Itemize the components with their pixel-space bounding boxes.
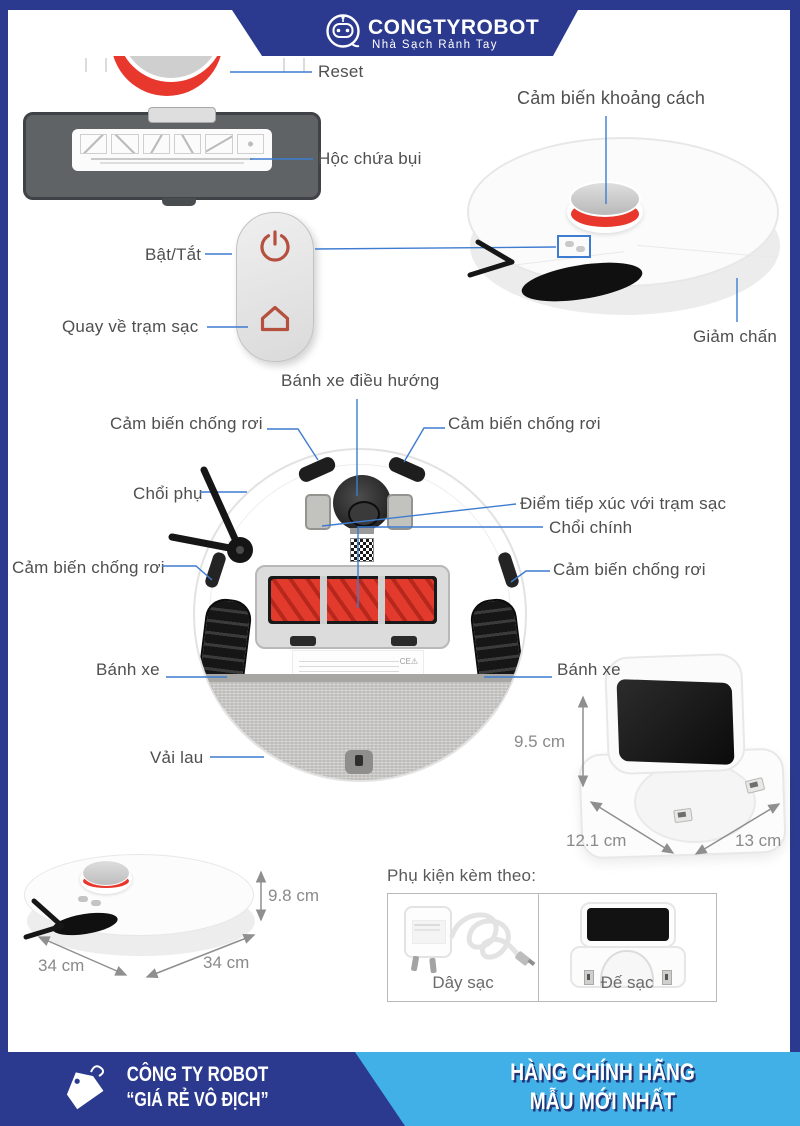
footer-left-panel: [0, 1052, 405, 1126]
price-tag-icon: [66, 1065, 105, 1110]
brand-tagline: Nhà Sạch Rảnh Tay: [372, 39, 498, 51]
power-adapter: [404, 906, 452, 958]
footer-band: CÔNG TY ROBOT “GIÁ RẺ VÔ ĐỊCH” HÀNG CHÍN…: [0, 1052, 800, 1126]
mop-notch: [345, 750, 373, 774]
cable-label: Dây sạc: [432, 973, 494, 992]
small-lidar-turret: [82, 860, 130, 886]
caster-wheel: [333, 475, 391, 531]
label-bumper: Giảm chấn: [693, 327, 778, 346]
label-mop: Vải lau: [150, 748, 204, 767]
dock-tower-face: [616, 679, 735, 765]
label-dock-contacts: Điểm tiếp xúc với trạm sạc: [520, 494, 727, 513]
robot-top-view-photo: [465, 135, 785, 320]
lidar-turret-arc: [107, 56, 227, 108]
label-cliff-mid-right: Cảm biến chống rơi: [553, 560, 706, 579]
label-dust-box: Hộc chứa bụi: [318, 149, 422, 168]
footer-genuine: HÀNG CHÍNH HÃNG: [510, 1059, 695, 1086]
lid-hinge-right: [283, 58, 305, 72]
label-distance-sensor: Cảm biến khoảng cách: [517, 88, 706, 108]
accessory-dock-cell: Đế sạc: [538, 894, 716, 1001]
dustbin-photo: [15, 56, 400, 206]
label-wheel-right: Bánh xe: [557, 660, 621, 679]
dock-pin-left: [673, 807, 693, 824]
button-panel: [236, 212, 314, 362]
robot-perspective-photo: [22, 848, 267, 960]
brand-name: CONGTYROBOT: [368, 16, 540, 39]
charging-contact-right: [387, 494, 413, 530]
buttons-highlight-box: [557, 235, 591, 258]
main-brush-roller: [271, 579, 434, 621]
qr-label: [350, 528, 374, 534]
dim-robot-depth: 34 cm: [38, 956, 85, 975]
plug-pin: [410, 955, 420, 972]
charging-contact-left: [305, 494, 331, 530]
label-reset: Reset: [318, 62, 364, 81]
dock-label: Đế sạc: [600, 973, 654, 992]
brand-logo: [324, 12, 362, 50]
dim-dock-depth: 12.1 cm: [566, 831, 627, 850]
lidar-turret: [569, 181, 641, 217]
home-icon: [260, 305, 290, 332]
dim-robot-width: 34 cm: [203, 953, 250, 972]
label-return-dock: Quay về trạm sạc: [62, 317, 199, 336]
right-edge-strip: [790, 0, 800, 1052]
label-cliff-mid-left: Cảm biến chống rơi: [12, 558, 165, 577]
label-cliff-top-left: Cảm biến chống rơi: [110, 414, 263, 433]
footer-left-text: CÔNG TY ROBOT “GIÁ RẺ VÔ ĐỊCH”: [124, 1062, 272, 1112]
header-trapezoid: [232, 10, 578, 56]
plug-pin: [429, 957, 437, 974]
dim-dock-width: 13 cm: [735, 831, 782, 850]
dim-robot-height: 9.8 cm: [268, 886, 320, 905]
accessories-box: Dây sạc Đế sạc: [387, 893, 717, 1002]
accessories-title: Phụ kiện kèm theo:: [387, 866, 537, 885]
label-main-brush: Chổi chính: [549, 518, 633, 537]
label-caster-wheel: Bánh xe điều hướng: [281, 371, 440, 390]
footer-slogan: “GIÁ RẺ VÔ ĐỊCH”: [126, 1088, 269, 1111]
footer-company: CÔNG TY ROBOT: [126, 1063, 269, 1086]
header-top-band: [0, 0, 800, 10]
accessory-cable-cell: Dây sạc: [388, 894, 538, 1001]
power-icon: [260, 230, 290, 262]
label-wheel-left: Bánh xe: [96, 660, 160, 679]
lid-hinge-left: [85, 58, 107, 72]
dim-dock-height: 9.5 cm: [514, 732, 566, 751]
left-edge-strip: [0, 0, 8, 1052]
dustbin-instruction-label: [72, 129, 272, 171]
robot-logo-icon: [326, 14, 360, 48]
footer-right-text: HÀNG CHÍNH HÃNG MẪU MỚI NHẤT: [489, 1058, 717, 1117]
bottom-body: CE⚠: [193, 448, 527, 782]
label-cliff-top-right: Cảm biến chống rơi: [448, 414, 601, 433]
charging-cable-coil: [449, 912, 536, 967]
label-side-brush: Chổi phụ: [133, 484, 203, 503]
footer-newest: MẪU MỚI NHẤT: [529, 1088, 676, 1116]
label-power: Bật/Tắt: [145, 245, 202, 264]
robot-bottom-view-photo: CE⚠: [193, 448, 527, 782]
dustbin-body: [23, 107, 321, 206]
